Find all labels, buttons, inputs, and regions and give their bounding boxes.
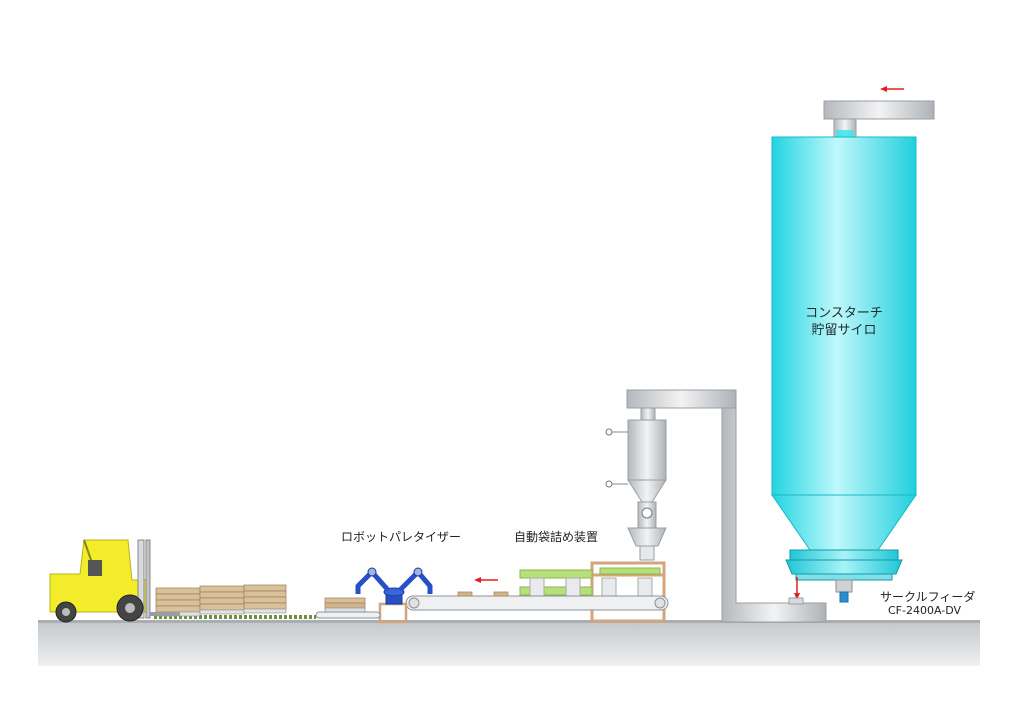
bag-pallets <box>155 584 287 617</box>
forklift <box>49 539 180 623</box>
silo-label: コンスターチ 貯留サイロ <box>772 305 916 339</box>
pallet-conveyor <box>154 611 381 619</box>
palletizer-label: ロボットパレタイザー <box>341 530 462 544</box>
discharge-arrow-down <box>794 577 800 600</box>
feeder-name-label: サークルフィーダ <box>880 590 976 604</box>
bag-conveyor <box>405 591 669 611</box>
silo-inlet-duct <box>823 100 935 138</box>
silo-label-line2: 貯留サイロ <box>811 323 877 338</box>
bagging-machine <box>519 561 666 623</box>
robot-pallet-stack <box>324 597 366 613</box>
feeder-model-label: CF-2400A-DV <box>888 604 962 617</box>
bagging-label: 自動袋詰め装置 <box>514 530 599 544</box>
robot-palletizer <box>355 567 433 624</box>
circle-feeder <box>785 549 903 603</box>
silo-label-line1: コンスターチ <box>805 306 883 321</box>
storage-silo <box>771 136 917 551</box>
bagging-hopper <box>605 407 667 561</box>
inflow-arrow-top <box>880 86 904 92</box>
floor <box>38 620 980 666</box>
conveyor-flow-arrow <box>474 577 498 583</box>
transfer-duct <box>626 389 827 623</box>
